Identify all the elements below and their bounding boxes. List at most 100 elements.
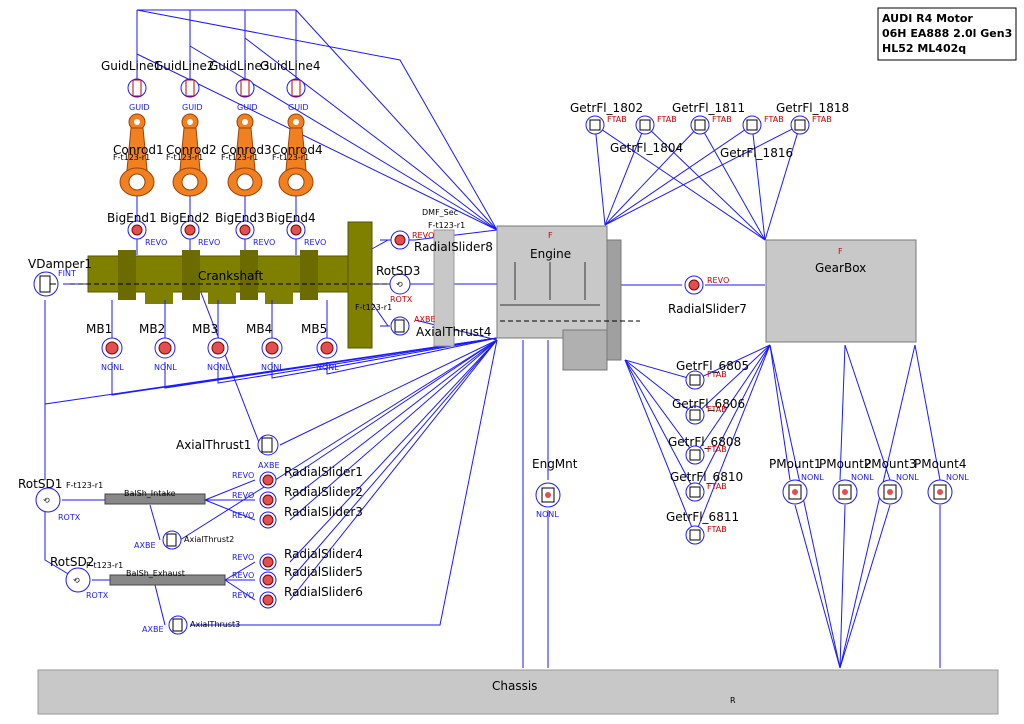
balsh-intake-block[interactable]: BalSh_Intake [104, 489, 206, 505]
ftab-tag: FTAB [707, 482, 727, 491]
rotsd2-tag: ROTX [86, 591, 109, 600]
axialthrust1-element[interactable]: AxialThrust1 AXBE [176, 434, 280, 470]
nonl-tag: NONL [207, 363, 230, 372]
ftab-tag: FTAB [607, 115, 627, 124]
crankshaft-block[interactable]: Crankshaft F-t123-r1 [70, 221, 400, 349]
balsh-intake-label: BalSh_Intake [124, 489, 176, 498]
engine-mark: F [548, 231, 553, 240]
axialthrust2-element[interactable]: AXBE AxialThrust2 [134, 530, 234, 550]
getr-label: GetrFl_6811 [666, 510, 739, 524]
connection-wires [44, 9, 941, 669]
chassis-block[interactable]: Chassis R [37, 669, 999, 715]
revo-tag: REVO [232, 471, 254, 480]
vdamper-element[interactable]: VDamper1 FINT [28, 257, 92, 297]
dmf-block[interactable]: DMF_Sec F-t123-r1 [422, 208, 465, 347]
title-box: AUDI R4 Motor 06H EA888 2.0l Gen3 HL52 M… [877, 7, 1017, 61]
rotsd3-element[interactable]: ⟲ RotSD3 ROTX [376, 264, 420, 304]
bigend-label: BigEnd4 [266, 211, 316, 225]
radialslider-5[interactable]: REVO RadialSlider5 [232, 565, 363, 589]
radialslider7-element[interactable]: REVO RadialSlider7 [668, 275, 747, 316]
guidline-label: GuidLine2 [154, 59, 215, 73]
bigend-label: BigEnd3 [215, 211, 265, 225]
dmf-tag: F-t123-r1 [428, 221, 465, 230]
engmnt-label: EngMnt [532, 457, 578, 471]
balsh-exhaust-block[interactable]: BalSh_Exhaust [109, 569, 226, 586]
radialslider8-element[interactable]: REVO RadialSlider8 [390, 230, 493, 254]
guid-tag: GUID [237, 103, 258, 112]
radialslider8-label: RadialSlider8 [414, 240, 493, 254]
guid-tag: GUID [182, 103, 203, 112]
rotsd1-ftag: F-t123-r1 [66, 481, 103, 490]
revo-tag: REVO [232, 571, 254, 580]
revo-tag: REVO [304, 238, 326, 247]
rotsd2-element[interactable]: ⟲ RotSD2 ROTX F-t123-r1 [50, 555, 123, 600]
axialthrust4-label: AxialThrust4 [416, 325, 491, 339]
radialslider-label: RadialSlider1 [284, 465, 363, 479]
guidline-label: GuidLine1 [101, 59, 162, 73]
getr-label: GetrFl_6808 [668, 435, 741, 449]
engmnt-tag: NONL [536, 510, 559, 519]
guidline-label: GuidLine3 [209, 59, 270, 73]
pmount-label: PMount1 [769, 457, 821, 471]
radialslider-label: RadialSlider4 [284, 547, 363, 561]
axialthrust4-element[interactable]: AXBE AxialThrust4 [390, 315, 491, 339]
nonl-tag: NONL [316, 363, 339, 372]
rotsd1-tag: ROTX [58, 513, 81, 522]
dmf-label: DMF_Sec [422, 208, 458, 217]
ftab-tag: FTAB [657, 115, 677, 124]
radialslider-label: RadialSlider5 [284, 565, 363, 579]
axialthrust4-tag: AXBE [414, 315, 436, 324]
pmount-label: PMount3 [864, 457, 916, 471]
pmounts-group: PMount1NONLPMount2NONLPMount3NONLPMount4… [769, 457, 969, 505]
gearbox-block[interactable]: F GearBox [765, 239, 917, 343]
revo-tag: REVO [232, 591, 254, 600]
pmount-label: PMount2 [819, 457, 871, 471]
engmnt-element[interactable]: EngMnt NONL [532, 457, 578, 519]
axialthrust1-tag: AXBE [258, 461, 280, 470]
engine-block[interactable]: F Engine [496, 225, 640, 371]
conrod-label: Conrod4 [272, 143, 323, 157]
getr-top-group: GetrFl_1802FTABGetrFl_1804FTABGetrFl_181… [570, 101, 849, 160]
svg-text:⟲: ⟲ [43, 496, 50, 505]
rotsd1-element[interactable]: ⟲ RotSD1 ROTX F-t123-r1 [18, 477, 103, 522]
radialslider-1[interactable]: REVO RadialSlider1 [232, 465, 363, 489]
axialthrust3-element[interactable]: AXBE AxialThrust3 [142, 615, 240, 635]
getr-label: GetrFl_6810 [670, 470, 743, 484]
